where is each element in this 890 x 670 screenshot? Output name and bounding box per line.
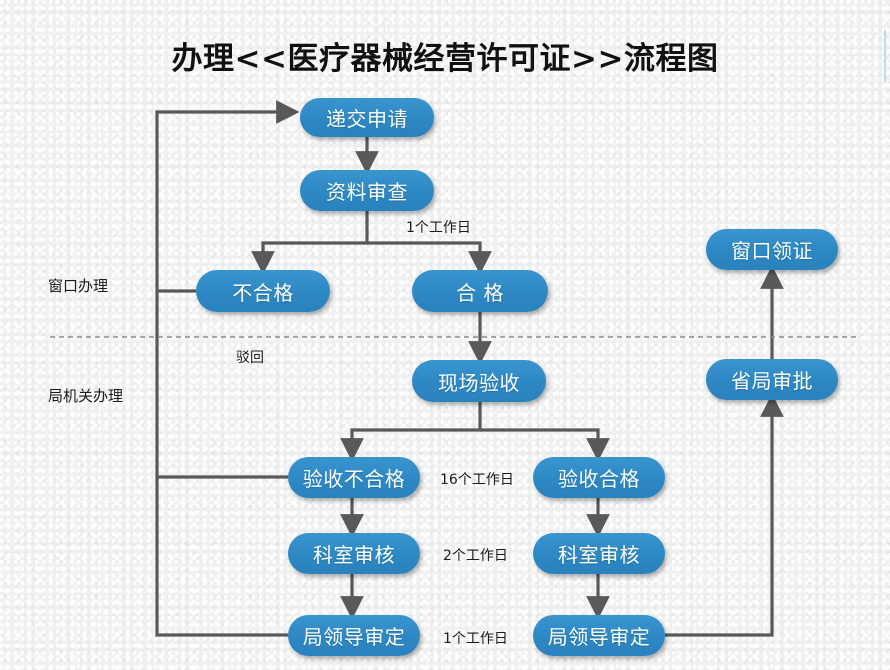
- edge-docreview-split: [251, 211, 369, 275]
- node-dept-audit-l[interactable]: 科室审核: [288, 533, 420, 574]
- edge-docreview-to-qualified: [367, 241, 492, 275]
- side-label-window-process: 窗口办理: [48, 277, 109, 295]
- node-qualified[interactable]: 合 格: [412, 270, 548, 312]
- node-dept-audit-r[interactable]: 科室审核: [533, 533, 665, 574]
- page-title: 办理<<医疗器械经营许可证>>流程图: [171, 40, 719, 77]
- side-label-bureau-process: 局机关办理: [48, 387, 124, 405]
- scrollbar-sliver[interactable]: [884, 30, 886, 82]
- edge-label-day1-top: 1个工作日: [406, 220, 471, 236]
- node-submit[interactable]: 递交申请: [300, 98, 434, 137]
- node-bureau-appr-r[interactable]: 局领导审定: [533, 615, 665, 656]
- edge-label-day16: 16个工作日: [440, 472, 514, 488]
- edge-sitecheck-split-right: [480, 428, 610, 462]
- node-insp-fail[interactable]: 验收不合格: [288, 457, 420, 498]
- edge-return-spine: [155, 100, 300, 637]
- node-window-cert[interactable]: 窗口领证: [706, 229, 838, 270]
- edge-sitecheck-split-left: [340, 402, 482, 462]
- node-doc-review[interactable]: 资料审查: [300, 170, 434, 211]
- node-unqualified[interactable]: 不合格: [196, 270, 330, 312]
- node-insp-pass[interactable]: 验收合格: [533, 457, 665, 498]
- edge-label-day1-bottom: 1个工作日: [443, 631, 508, 647]
- edge-label-reject: 驳回: [236, 350, 264, 366]
- node-bureau-appr-l[interactable]: 局领导审定: [288, 615, 420, 656]
- node-prov-approval[interactable]: 省局审批: [706, 359, 838, 400]
- edge-bureau-to-provapproval: [665, 393, 784, 637]
- node-site-check[interactable]: 现场验收: [412, 360, 546, 402]
- edge-label-day2: 2个工作日: [443, 548, 508, 564]
